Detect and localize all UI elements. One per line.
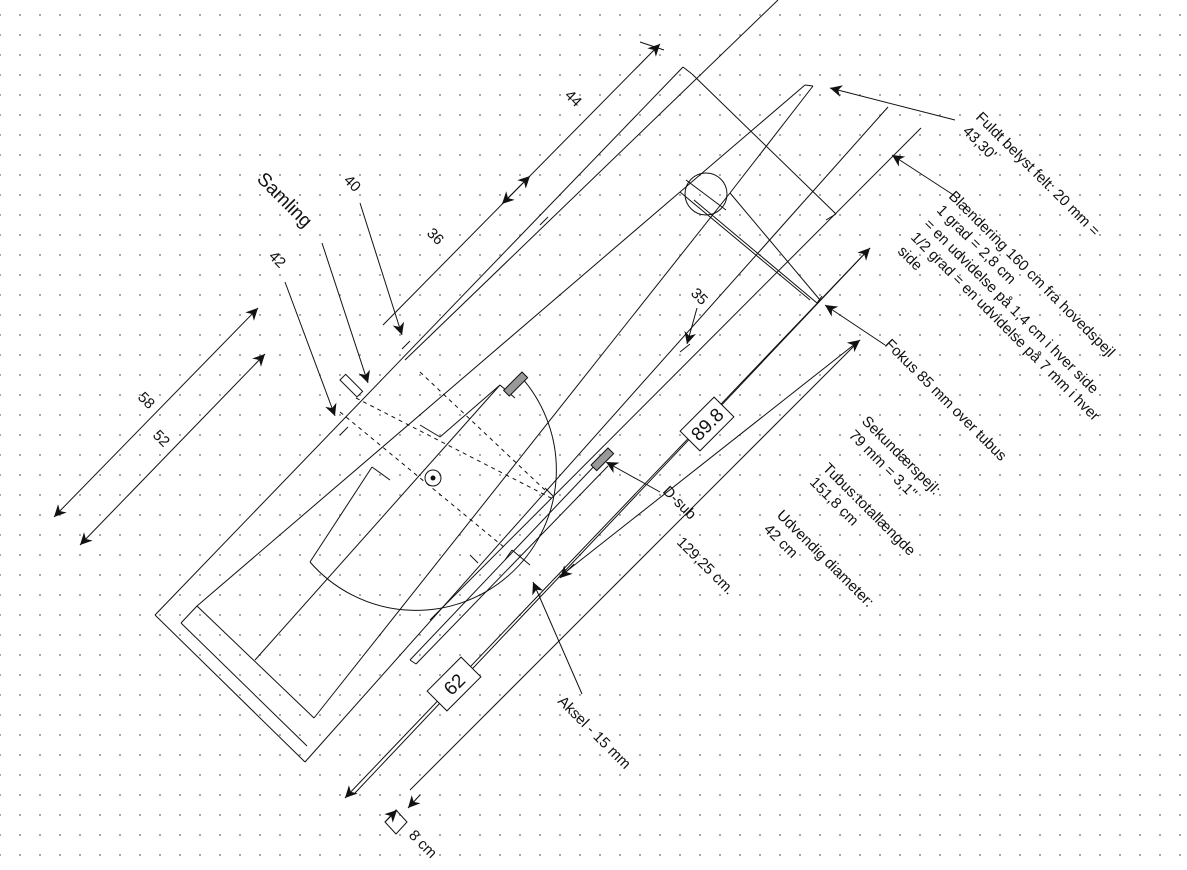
- dim-line-52: [79, 353, 266, 546]
- label-dsub: D-sub: [659, 483, 699, 523]
- label-8cm: 8 cm: [405, 827, 440, 862]
- upper-bracket: [502, 371, 529, 397]
- box-89-8: 89.8: [679, 396, 735, 452]
- label-52: 52: [149, 427, 173, 451]
- box-62: 62: [426, 656, 482, 712]
- label-42: 42: [265, 248, 289, 272]
- pivot-point: [424, 469, 442, 487]
- helper-lines: [354, 0, 922, 794]
- dsub-connector: [590, 447, 615, 472]
- label-fuldt-line1: Fuldt belyst felt: 20 mm =: [972, 109, 1103, 240]
- label-aksel: Aksel - 15 mm: [554, 693, 634, 773]
- rocker-semicircle: [309, 377, 557, 611]
- dim-line-58: [53, 307, 259, 518]
- label-129: 129,25 cm.: [673, 534, 738, 599]
- label-44: 44: [561, 87, 585, 111]
- label-35: 35: [687, 285, 711, 309]
- label-40: 40: [340, 172, 364, 196]
- light-cone: [196, 84, 823, 719]
- dashed-axis: [339, 371, 556, 549]
- dim-line-44-36: [382, 41, 665, 326]
- secondary-mirror: [684, 172, 728, 216]
- samling-bracket: [339, 373, 364, 398]
- label-samling: Samling: [252, 169, 315, 232]
- label-58: 58: [134, 389, 158, 413]
- leader-arrows: [284, 85, 956, 695]
- dim-line-129: [344, 247, 871, 799]
- label-36: 36: [423, 225, 447, 249]
- dim-line-8cm: [384, 794, 421, 835]
